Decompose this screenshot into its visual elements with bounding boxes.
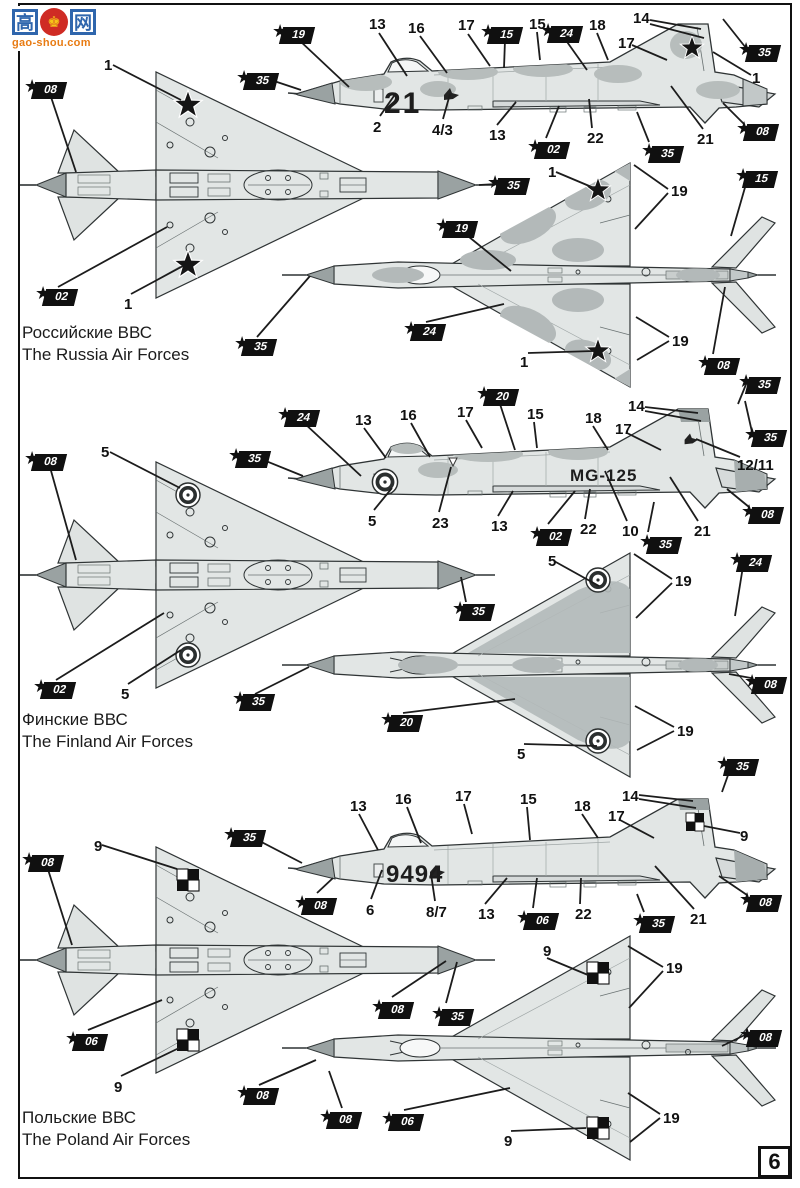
title-russian: Российские ВВС <box>22 323 153 342</box>
poland-section-title: Польские ВВС The Poland Air Forces <box>22 1107 190 1151</box>
title-russian: Польские ВВС <box>22 1108 137 1127</box>
russia-top-view <box>281 162 777 388</box>
title-english: The Finland Air Forces <box>22 732 194 751</box>
page-frame <box>18 3 792 1179</box>
roundel-insignia-wing <box>584 566 612 594</box>
page-number: 6 <box>758 1146 791 1178</box>
site-logo[interactable]: 高 ♚ 网 gao-shou.com <box>8 6 100 51</box>
roundel-insignia-wing <box>174 641 202 669</box>
logo-char-wang: 网 <box>70 9 96 35</box>
checkerboard-fin-insignia <box>685 812 705 832</box>
tactical-code: MG-125 <box>570 466 637 485</box>
logo-domain: gao-shou.com <box>12 37 91 49</box>
title-english: The Russia Air Forces <box>22 345 190 364</box>
finland-top-view <box>281 552 777 778</box>
russia-section-title: Российские ВВС The Russia Air Forces <box>22 322 189 366</box>
logo-char-gao: 高 <box>12 9 38 35</box>
title-english: The Poland Air Forces <box>22 1130 191 1149</box>
triangle-marker <box>448 457 458 468</box>
checkerboard-insignia-wing <box>586 1116 610 1140</box>
checkerboard-insignia-wing <box>176 1028 200 1052</box>
checkerboard-insignia-wing <box>176 868 200 892</box>
roundel-insignia-wing <box>174 481 202 509</box>
gear-thumb-icon: ♚ <box>40 8 68 36</box>
title-russian: Финские ВВС <box>22 710 128 729</box>
poland-top-view <box>281 935 777 1161</box>
checkerboard-insignia-wing <box>586 961 610 985</box>
roundel-insignia-wing <box>584 727 612 755</box>
finland-section-title: Финские ВВС The Finland Air Forces <box>22 709 193 753</box>
finland-top-camouflage <box>398 581 718 749</box>
